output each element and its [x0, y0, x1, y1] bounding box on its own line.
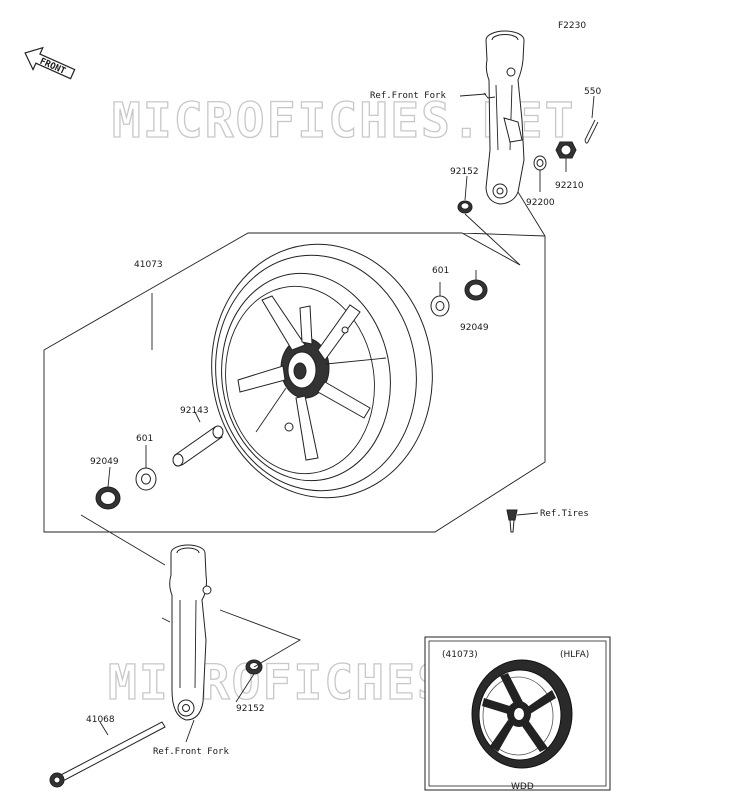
washer-92200 — [533, 155, 547, 171]
collar-92152-top — [457, 200, 473, 214]
front-wheel — [211, 243, 433, 499]
bearing-601-top — [430, 295, 450, 317]
cotter-pin-550 — [584, 119, 599, 144]
ref-front-fork-top: Ref.Front Fork — [370, 91, 446, 101]
ref-front-fork-bottom: Ref.Front Fork — [153, 747, 229, 757]
oil-seal-92049-top — [464, 279, 488, 301]
spacer-92143 — [172, 425, 224, 467]
bearing-601-bottom — [135, 467, 157, 491]
part-label-92200: 92200 — [526, 198, 555, 208]
inset-part-label: (41073) — [442, 650, 478, 660]
assembly-outline — [43, 232, 546, 533]
part-label-92049-top: 92049 — [460, 323, 489, 333]
front-arrow-icon: FRONT — [24, 46, 76, 80]
inset-wheel — [471, 659, 573, 769]
part-label-92049-bottom: 92049 — [90, 457, 119, 467]
part-label-601-bottom: 601 — [136, 434, 153, 444]
part-label-41073: 41073 — [134, 260, 163, 270]
ref-tires: Ref.Tires — [540, 509, 589, 519]
nut-92210 — [555, 141, 577, 159]
axle-41068 — [49, 721, 166, 788]
part-label-41068: 41068 — [86, 715, 115, 725]
front-fork-upper — [483, 30, 525, 205]
part-label-92210: 92210 — [555, 181, 584, 191]
inset-caption: WDD — [511, 782, 534, 792]
inset-variant-box: (41073) (HLFA) WDD — [424, 636, 611, 792]
part-label-92152-top: 92152 — [450, 167, 479, 177]
part-label-550: 550 — [584, 87, 601, 97]
part-label-92143: 92143 — [180, 406, 209, 416]
front-fork-lower — [161, 544, 212, 721]
part-label-92152-bottom: 92152 — [236, 704, 265, 714]
tire-valve — [506, 509, 518, 533]
figure-code: F2230 — [558, 21, 586, 31]
inset-variant-label: (HLFA) — [560, 650, 589, 660]
oil-seal-92049-bottom — [95, 486, 121, 510]
leader-lines — [80, 93, 595, 743]
part-label-601-top: 601 — [432, 266, 449, 276]
